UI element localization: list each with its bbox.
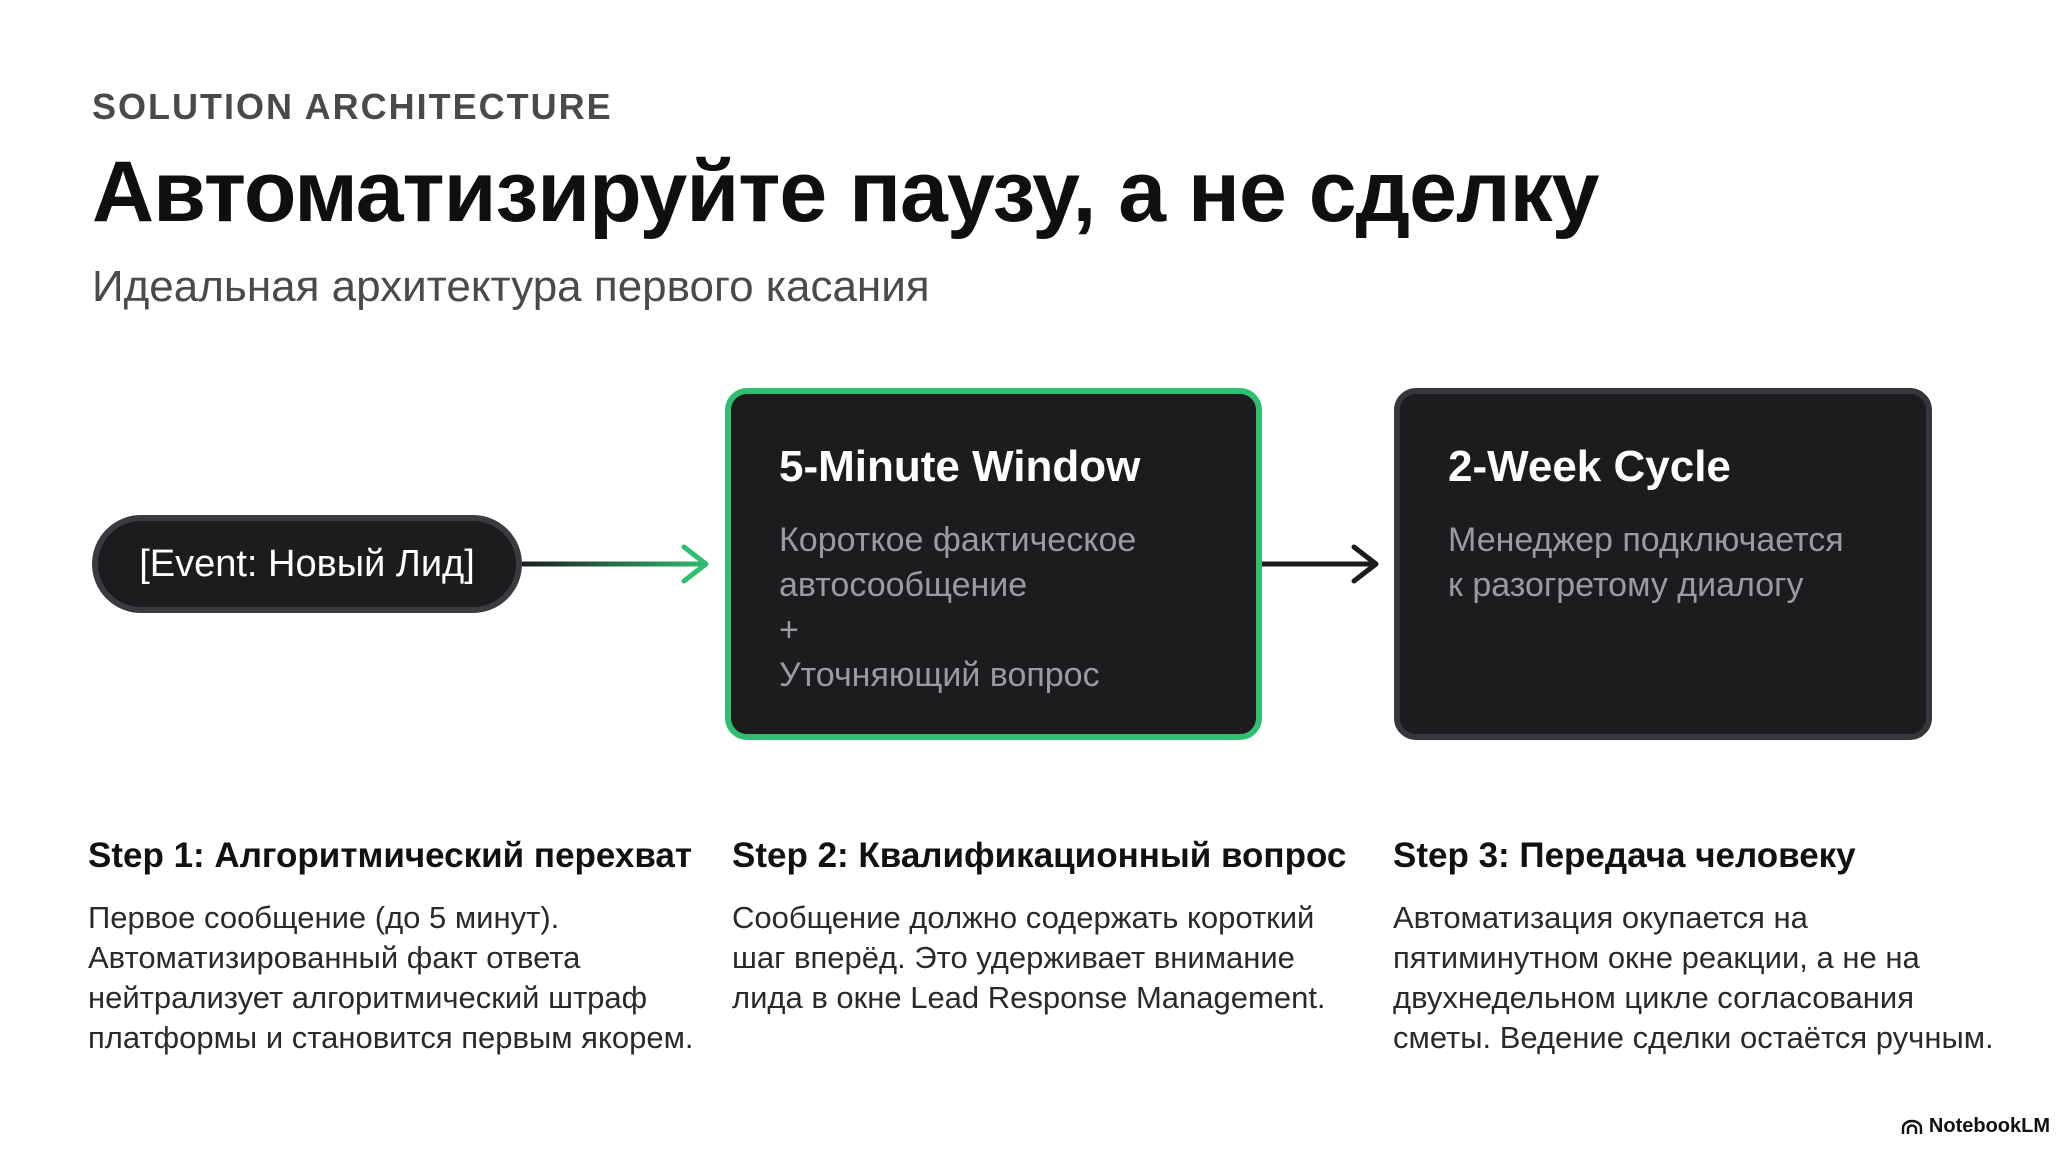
step-title: Step 3: Передача человеку bbox=[1393, 836, 1856, 875]
step-text-line: нейтрализует алгоритмический штраф bbox=[88, 980, 648, 1015]
step-text-line: двухнедельном цикле согласования bbox=[1393, 980, 1915, 1015]
step-title: Step 2: Квалификационный вопрос bbox=[732, 836, 1347, 875]
arrow-lead-to-window bbox=[522, 544, 709, 584]
step-title: Step 1: Алгоритмический перехват bbox=[88, 836, 693, 875]
step-text-line: Автоматизация окупается на bbox=[1393, 900, 1808, 935]
section-eyebrow: SOLUTION ARCHITECTURE bbox=[92, 86, 613, 127]
card-text-line: Уточняющий вопрос bbox=[779, 656, 1100, 694]
step-text-line: платформы и становится первым якорем. bbox=[88, 1020, 694, 1055]
card-title: 5-Minute Window bbox=[779, 442, 1141, 491]
two-week-cycle-card: 2-Week Cycle Менеджер подключается к раз… bbox=[1394, 388, 1932, 740]
step-text-line: шаг вперёд. Это удерживает внимание bbox=[732, 940, 1295, 975]
card-text-line: Менеджер подключается bbox=[1448, 521, 1844, 559]
step-3-description: Step 3: Передача человеку Автоматизация … bbox=[1393, 836, 2033, 1058]
slide-title: Автоматизируйте паузу, а не сделку bbox=[92, 144, 1599, 240]
slide-subtitle: Идеальная архитектура первого касания bbox=[92, 262, 930, 311]
step-text-line: лида в окне Lead Response Management. bbox=[732, 980, 1326, 1015]
step-text-line: пятиминутном окне реакции, а не на bbox=[1393, 940, 1920, 975]
card-text-line: к разогретому диалогу bbox=[1448, 566, 1804, 604]
event-new-lead-label: [Event: Новый Лид] bbox=[139, 542, 475, 585]
notebooklm-logo-icon bbox=[1901, 1119, 1923, 1134]
step-1-description: Step 1: Алгоритмический перехват Первое … bbox=[88, 836, 728, 1058]
arrow-window-to-cycle bbox=[1262, 544, 1379, 584]
step-text-line: Сообщение должно содержать короткий bbox=[732, 900, 1315, 935]
card-text-line: автосообщение bbox=[779, 566, 1028, 604]
card-text-line: Короткое фактическое bbox=[779, 521, 1137, 559]
step-text-line: сметы. Ведение сделки остаётся ручным. bbox=[1393, 1020, 1994, 1055]
step-2-description: Step 2: Квалификационный вопрос Сообщени… bbox=[732, 836, 1372, 1018]
brand-name: NotebookLM bbox=[1928, 1115, 2050, 1137]
five-minute-window-card: 5-Minute Window Короткое фактическое авт… bbox=[725, 388, 1262, 740]
step-text-line: Автоматизированный факт ответа bbox=[88, 940, 581, 975]
step-text-line: Первое сообщение (до 5 минут). bbox=[88, 900, 560, 935]
card-text-line: + bbox=[779, 611, 799, 649]
event-new-lead-node: [Event: Новый Лид] bbox=[92, 515, 522, 613]
card-title: 2-Week Cycle bbox=[1448, 442, 1731, 491]
notebooklm-watermark: NotebookLM bbox=[1901, 1115, 2050, 1138]
